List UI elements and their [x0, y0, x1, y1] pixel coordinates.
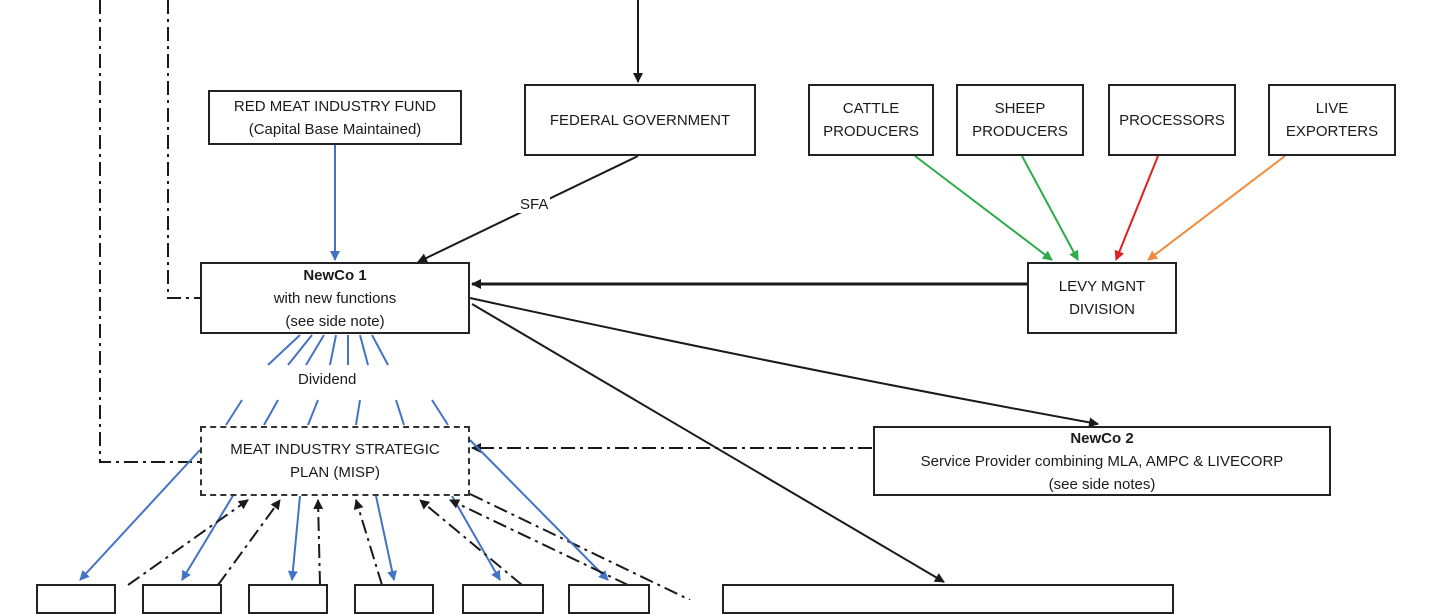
arrow-sheep-to-levy [1021, 155, 1079, 261]
arrow-newco1-to-bottom-box [471, 303, 945, 583]
dashdot-outer-loop [99, 0, 200, 463]
bottom-box-5 [462, 584, 544, 614]
newco2-line2: Service Provider combining MLA, AMPC & L… [920, 452, 1284, 470]
bottom-box-4 [354, 584, 434, 614]
live-line2: EXPORTERS [1285, 123, 1379, 140]
federal-label: FEDERAL GOVERNMENT [549, 111, 731, 129]
dashdot-misp-to-bottom-right [469, 493, 691, 600]
processors-box: PROCESSORS [1108, 84, 1236, 156]
levy-line1: LEVY MGNT [1058, 278, 1146, 295]
bottom-box-6 [568, 584, 650, 614]
live-exporters-box: LIVE EXPORTERS [1268, 84, 1396, 156]
misp-line2: PLAN (MISP) [289, 464, 380, 481]
bottom-box-3 [248, 584, 328, 614]
misp-line1: MEAT INDUSTRY STRATEGIC [230, 441, 440, 458]
sheep-line2: PRODUCERS [972, 123, 1068, 140]
newco1-line3: (see side note) [285, 312, 385, 330]
sheep-line1: SHEEP [994, 100, 1046, 117]
misp-blue-arrows [79, 439, 609, 581]
newco1-line2: with new functions [273, 289, 397, 307]
fund-subtitle: (Capital Base Maintained) [248, 120, 422, 138]
arrow-newco1-to-newco2 [469, 297, 1099, 428]
levy-line2: DIVISION [1069, 301, 1135, 318]
live-line1: LIVE [1315, 100, 1349, 117]
arrow-live-to-levy [1147, 155, 1286, 261]
fund-title: RED MEAT INDUSTRY FUND [233, 97, 437, 115]
newco1-title: NewCo 1 [303, 266, 367, 284]
bottom-box-1 [36, 584, 116, 614]
dividend-label: Dividend [296, 371, 359, 388]
processors-label: PROCESSORS [1119, 111, 1225, 129]
red-meat-industry-fund-box: RED MEAT INDUSTRY FUND (Capital Base Mai… [208, 90, 462, 145]
levy-management-division-box: LEVY MGNT DIVISION [1027, 262, 1177, 334]
bottom-box-2 [142, 584, 222, 614]
arrow-processors-to-levy [1114, 155, 1159, 261]
newco2-title: NewCo 2 [1070, 429, 1134, 447]
newco2-box: NewCo 2 Service Provider combining MLA, … [873, 426, 1331, 496]
dividend-fan-upper [267, 334, 389, 366]
sfa-label: SFA [518, 196, 551, 213]
dashdot-inner-loop [167, 0, 200, 299]
newco1-box: NewCo 1 with new functions (see side not… [200, 262, 470, 334]
newco2-line3: (see side notes) [1048, 475, 1156, 493]
arrow-cattle-to-levy [914, 155, 1053, 261]
misp-box: MEAT INDUSTRY STRATEGIC PLAN (MISP) [200, 426, 470, 496]
connector-lines [79, 0, 1286, 600]
dividend-fan-lower [225, 399, 449, 426]
cattle-line1: CATTLE [842, 100, 900, 117]
sheep-producers-box: SHEEP PRODUCERS [956, 84, 1084, 156]
cattle-line2: PRODUCERS [823, 123, 919, 140]
cattle-producers-box: CATTLE PRODUCERS [808, 84, 934, 156]
misp-return-arrows [127, 499, 629, 586]
federal-government-box: FEDERAL GOVERNMENT [524, 84, 756, 156]
bottom-box-wide [722, 584, 1174, 614]
